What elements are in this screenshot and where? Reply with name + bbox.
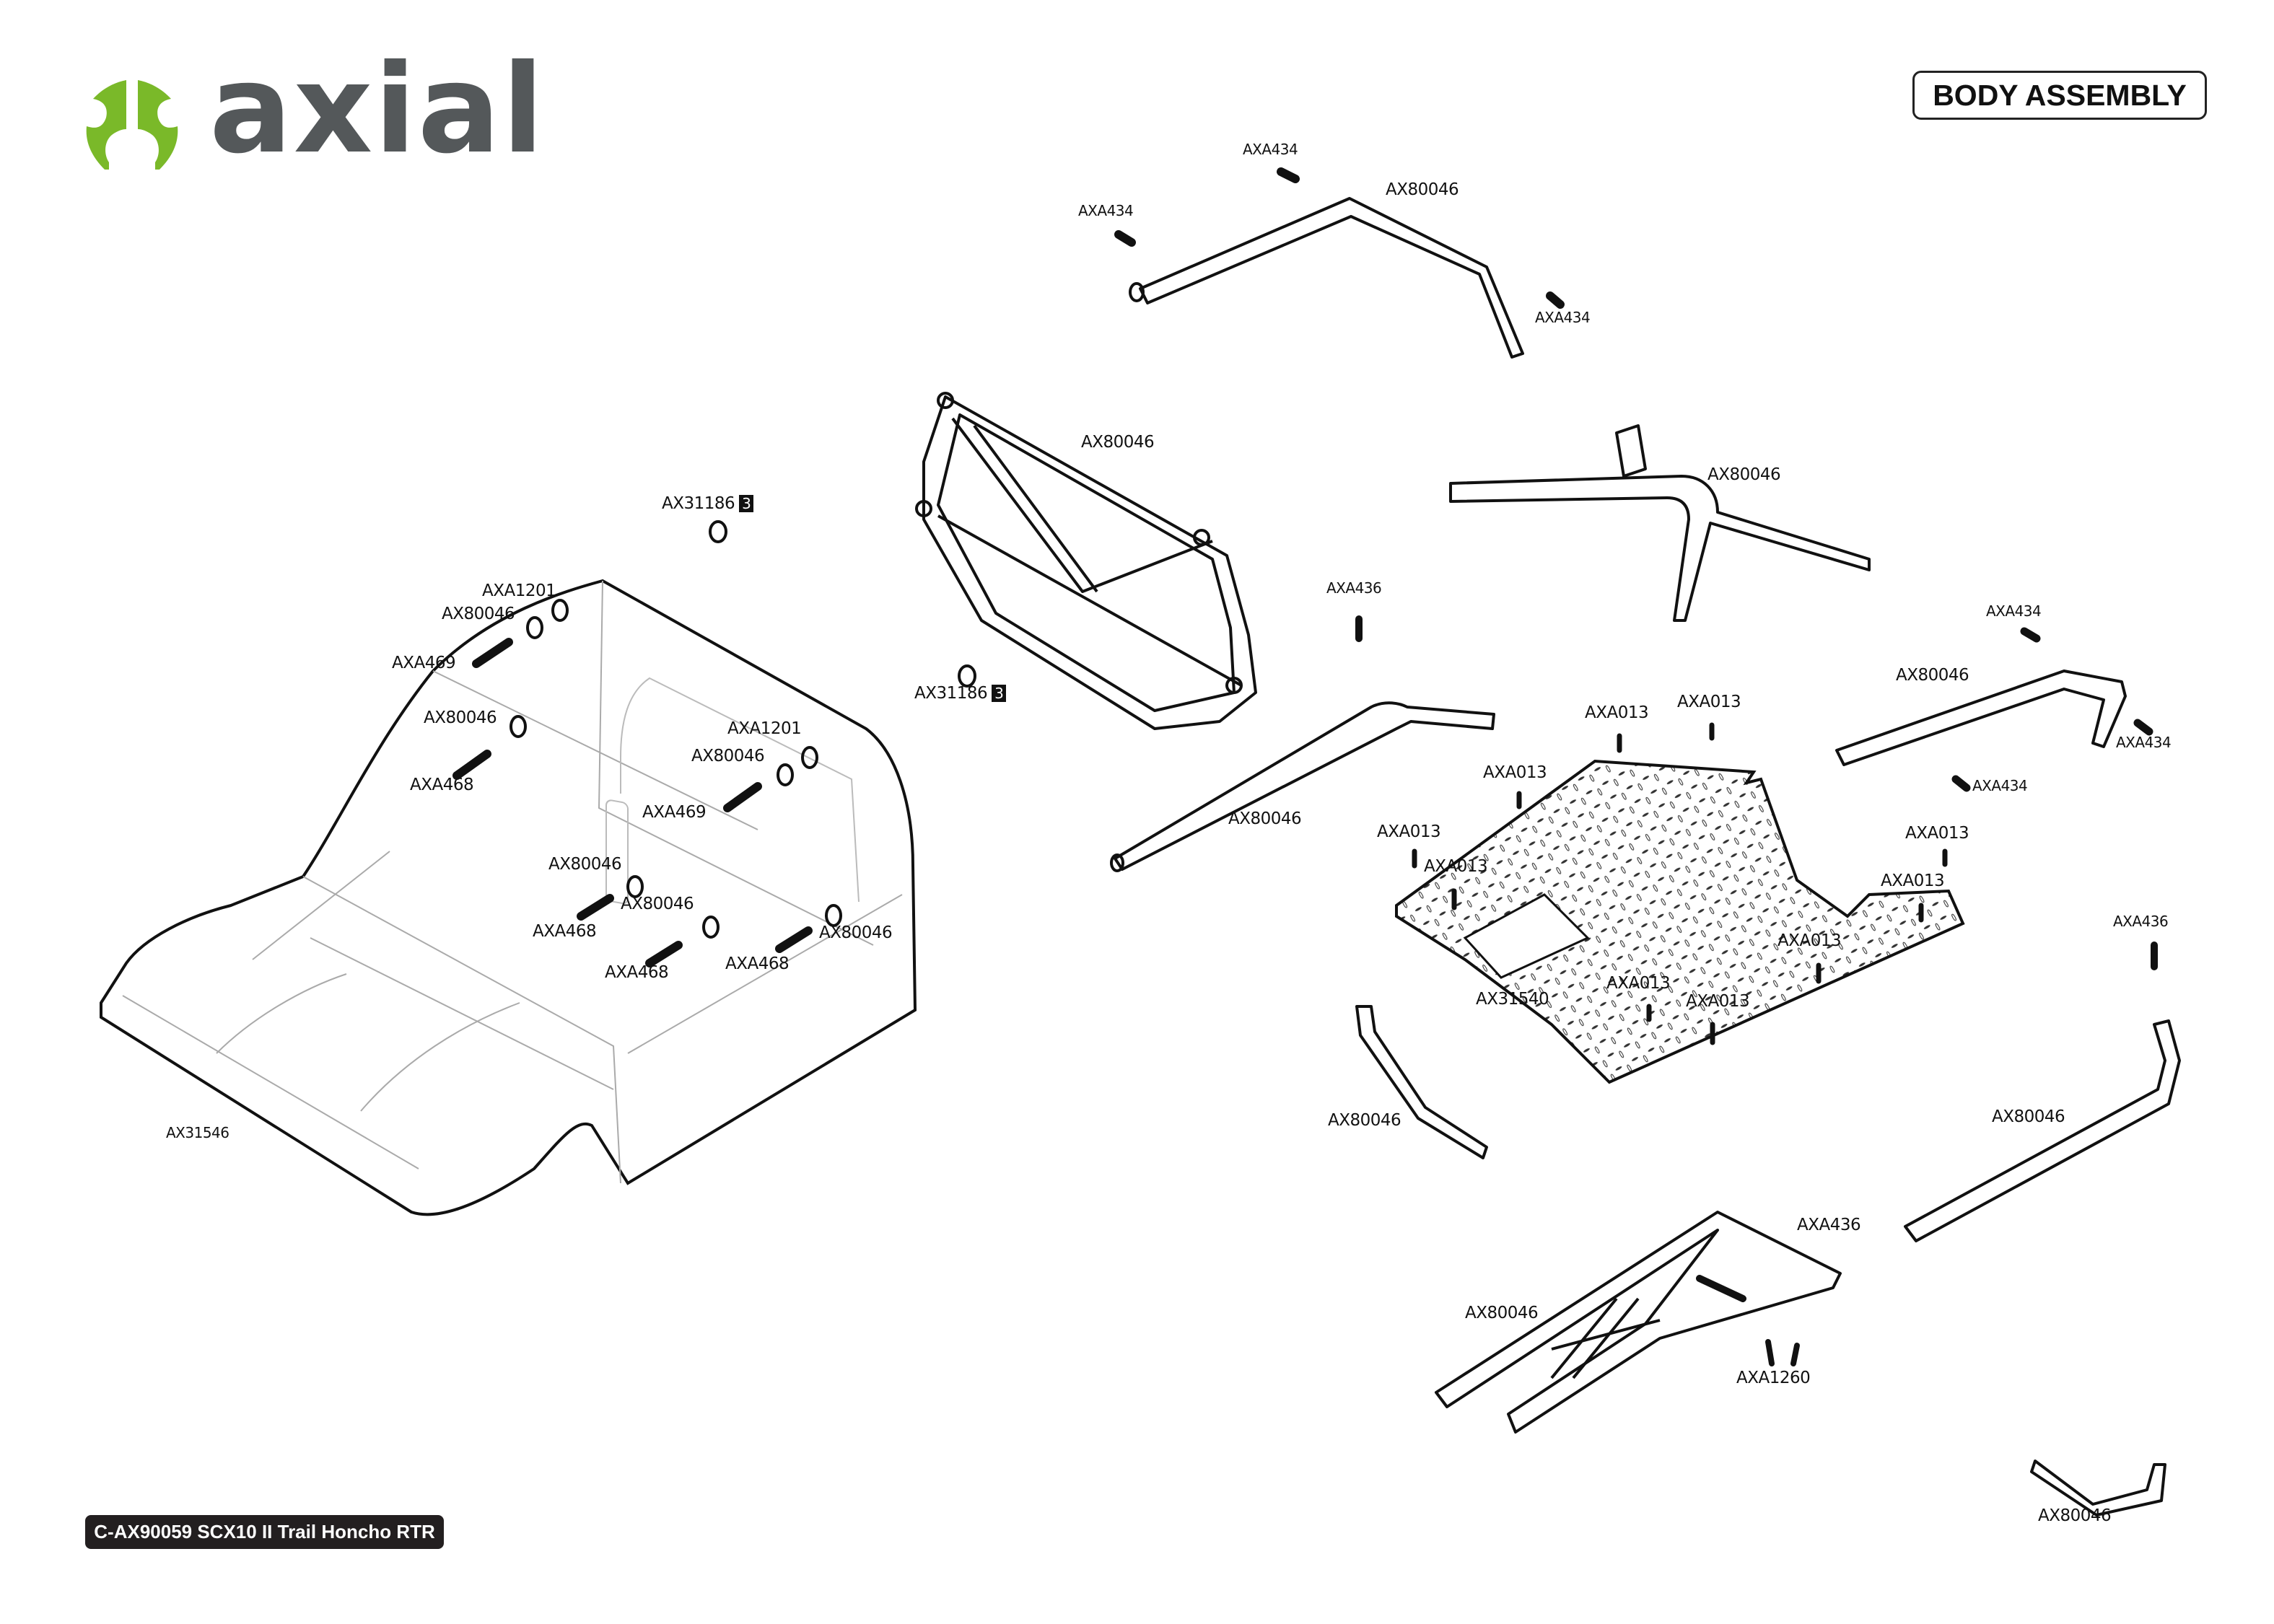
rear-frame — [1435, 1211, 1842, 1434]
label-rear-frame: AX80046 — [1465, 1304, 1539, 1322]
label-right-screw-a: AXA434 — [1986, 602, 2042, 620]
bed-floor — [1395, 759, 1965, 1084]
label-body-washer-low-a: AX80046 — [548, 855, 622, 874]
label-right-bar: AX80046 — [1896, 666, 1969, 685]
small-bar — [2030, 1460, 2166, 1517]
label-body-screw-low-b: AXA468 — [605, 963, 669, 982]
footer-model-label: C-AX90059 SCX10 II Trail Honcho RTR — [85, 1515, 444, 1549]
label-body-washer-right-b: AX80046 — [691, 747, 765, 765]
label-bed-screw: AXA013 — [1585, 703, 1649, 722]
body-screws — [452, 638, 813, 967]
label-side-bar-right: AX80046 — [1992, 1107, 2065, 1126]
label-bed-screw: AXA013 — [1424, 857, 1488, 876]
bed-screws — [1412, 722, 1948, 1045]
cage-side-frame — [915, 392, 1257, 730]
label-right-screw-b: AXA434 — [2116, 734, 2172, 751]
label-body-screw-mid-left: AXA468 — [410, 776, 474, 794]
label-roof-screw-b: AXA434 — [1078, 202, 1134, 219]
axial-logo-mark-icon — [86, 80, 178, 170]
label-cage-side: AX80046 — [1081, 433, 1155, 452]
label-body-washer-mid-left: AX80046 — [424, 708, 497, 727]
label-small-bar: AX80046 — [2038, 1506, 2112, 1525]
label-screw-436-right: AXA436 — [2113, 913, 2169, 930]
label-body-washer-right-a: AXA1201 — [727, 719, 802, 738]
footer-text: C-AX90059 SCX10 II Trail Honcho RTR — [94, 1521, 435, 1542]
label-bed-screw: AXA013 — [1606, 974, 1671, 993]
label-roof-bar: AX80046 — [1386, 180, 1459, 199]
label-body-screw-right: AXA469 — [642, 803, 707, 822]
roof-bar — [1129, 197, 1524, 359]
lower-bar-left — [1355, 1005, 1488, 1159]
axial-wordmark: axial — [209, 38, 546, 181]
label-bed-screw: AXA013 — [1677, 693, 1741, 711]
section-title: BODY ASSEMBLY — [1933, 78, 2187, 112]
cross-bar — [1449, 424, 1871, 622]
right-screws — [1951, 627, 2153, 792]
label-cross-bar: AX80046 — [1707, 465, 1781, 484]
label-body-washer-low-c: AX80046 — [819, 923, 893, 942]
qty-badge: 3 — [992, 685, 1007, 702]
label-lower-bar-left: AX80046 — [1328, 1111, 1401, 1130]
label-roof-screw-c: AXA434 — [1535, 309, 1591, 326]
label-bed-screw: AXA013 — [1686, 992, 1750, 1011]
label-bed-screw: AXA013 — [1377, 822, 1441, 841]
label-bed-screw: AXA013 — [1777, 931, 1842, 950]
label-roof-screw-a: AXA434 — [1243, 141, 1298, 158]
label-bed-floor: AX31540 — [1476, 990, 1549, 1009]
label-body-washer-low-b: AX80046 — [621, 895, 694, 913]
body-washers — [510, 520, 976, 939]
label-body-screw-low-c: AXA468 — [725, 954, 790, 973]
label-right-screw-c: AXA434 — [1972, 777, 2028, 794]
side-bar-left — [1110, 701, 1495, 872]
label-bed-screw: AXA013 — [1881, 872, 1945, 890]
label-side-bar-left: AX80046 — [1228, 809, 1302, 828]
label-screw-436-left: AXA436 — [1326, 579, 1382, 597]
axial-logo: axial — [83, 48, 544, 173]
roof-screws — [1114, 167, 1565, 309]
label-bed-screw: AXA013 — [1905, 824, 1969, 843]
label-body-screw-low-a: AXA468 — [533, 922, 597, 941]
label-body-washer-top-a: AXA1201 — [482, 581, 556, 600]
right-bar — [1835, 670, 2127, 766]
label-bed-screw: AXA013 — [1483, 763, 1547, 782]
body-shell — [100, 579, 917, 1216]
label-rear-screw-1260: AXA1260 — [1736, 1369, 1811, 1387]
label-rear-screw-436: AXA436 — [1797, 1216, 1861, 1234]
rear-screws — [1696, 1275, 1800, 1366]
side-bar-right — [1904, 1019, 2181, 1242]
label-body-shell: AX31546 — [166, 1124, 229, 1141]
section-title-box: BODY ASSEMBLY — [1912, 71, 2207, 120]
qty-badge: 3 — [739, 495, 754, 512]
label-body-screw-top: AXA469 — [392, 654, 456, 672]
label-body-washer-top-b: AX80046 — [442, 605, 515, 623]
